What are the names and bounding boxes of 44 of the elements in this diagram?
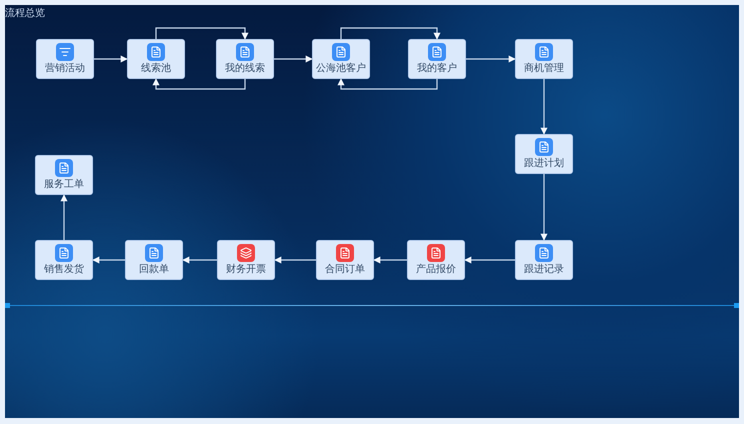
node-label: 回款单 — [139, 264, 169, 276]
process-box — [515, 240, 573, 280]
arrow — [182, 256, 217, 264]
process-box — [407, 240, 465, 280]
panel-title: 流程总览 — [5, 6, 45, 20]
node-label: 线索池 — [141, 63, 171, 75]
process-box — [515, 39, 573, 79]
process-box — [127, 39, 185, 79]
process-box — [316, 240, 374, 280]
arrow — [274, 256, 316, 264]
arrow — [338, 78, 438, 90]
arrow — [274, 56, 313, 62]
process-box — [408, 39, 466, 79]
node-label: 营销活动 — [45, 63, 85, 75]
arrow — [60, 194, 68, 240]
node-label: 合同订单 — [325, 264, 365, 276]
process-box — [35, 155, 93, 195]
process-box — [35, 240, 93, 280]
process-box — [217, 240, 275, 280]
arrow — [464, 256, 515, 264]
arrow — [540, 174, 548, 241]
arrow — [92, 256, 125, 264]
node-label: 公海池客户 — [316, 63, 366, 75]
arrow — [94, 56, 128, 62]
node-label: 销售发货 — [44, 264, 84, 276]
node-label: 商机管理 — [524, 63, 564, 75]
node-label: 跟进记录 — [524, 264, 564, 276]
process-box — [125, 240, 183, 280]
arrow — [373, 256, 407, 264]
process-box — [36, 39, 94, 79]
node-label: 我的线索 — [225, 63, 265, 75]
process-box — [312, 39, 370, 79]
arrow — [340, 27, 440, 40]
node-label: 跟进计划 — [524, 158, 564, 170]
arrow — [540, 79, 548, 135]
arrow — [466, 56, 516, 62]
node-label: 我的客户 — [417, 63, 457, 75]
node-label: 服务工单 — [44, 179, 84, 191]
node-label: 财务开票 — [226, 264, 266, 276]
arrow — [152, 78, 246, 90]
arrow — [155, 27, 248, 40]
process-box — [216, 39, 274, 79]
node-label: 产品报价 — [416, 264, 456, 276]
process-box — [515, 134, 573, 174]
